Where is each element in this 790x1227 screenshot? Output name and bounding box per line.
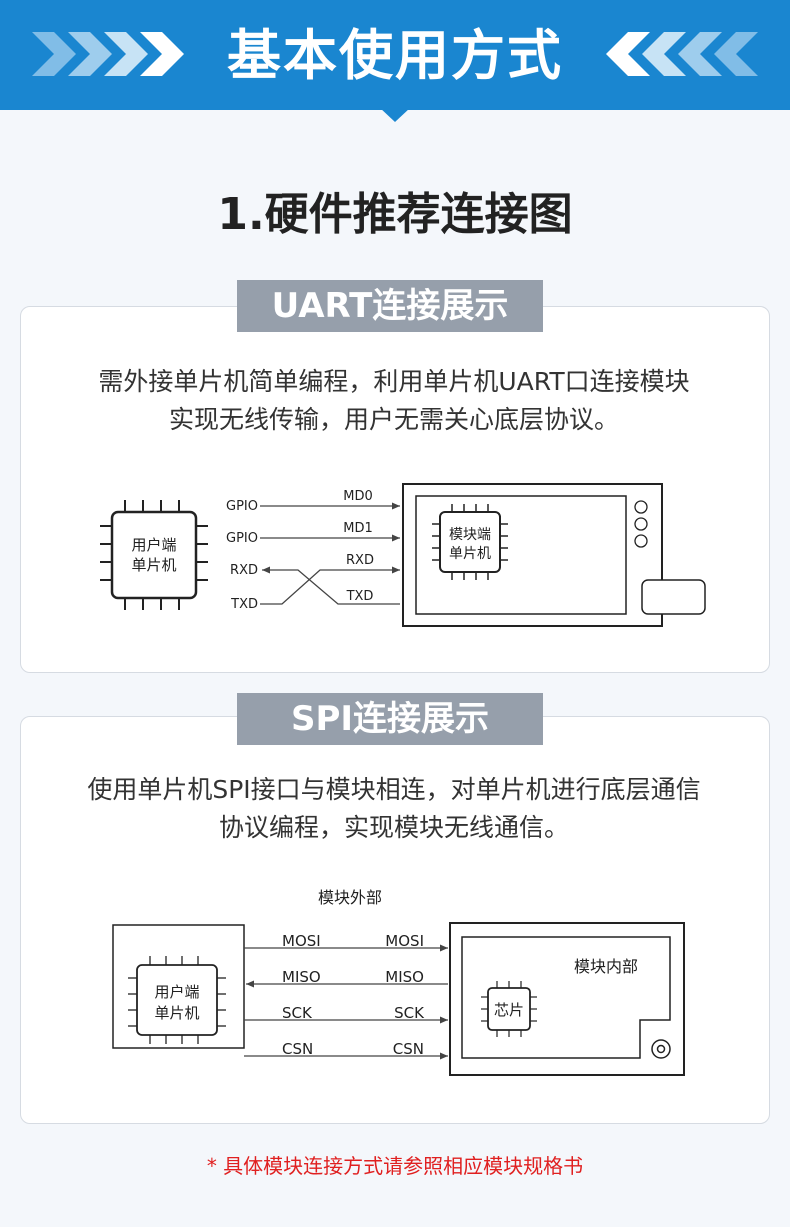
spi-inside-label: 模块内部	[574, 957, 638, 976]
uart-desc-line1: 需外接单片机简单编程，利用单片机UART口连接模块	[98, 367, 690, 396]
indicator-led-icon	[634, 517, 648, 531]
spi-user-chip-line2: 单片机	[154, 1004, 199, 1022]
indicator-led-icon	[634, 500, 648, 514]
uart-wire-txd-rxd	[260, 566, 400, 605]
mounting-hole-icon	[651, 1039, 671, 1059]
spi-diagram: 模块外部 用户端 单片机 MOSI MOSI MISO MISO SCK SCK…	[112, 888, 685, 1076]
spi-user-chip: 用户端 单片机	[128, 956, 226, 1044]
spi-signal-right-3: SCK	[394, 1004, 425, 1022]
banner-title: 基本使用方式	[227, 24, 563, 87]
uart-pin-right-4: TXD	[346, 589, 374, 604]
uart-user-chip: 用户端 单片机	[100, 500, 208, 610]
spi-outside-label: 模块外部	[318, 888, 382, 907]
uart-pin-right-1: MD0	[343, 489, 373, 504]
uart-wire-rxd-txd	[262, 566, 400, 605]
spi-signal-right-2: MISO	[385, 968, 424, 986]
uart-tag: UART连接展示	[237, 280, 543, 332]
spi-signal-right-4: CSN	[393, 1040, 424, 1058]
spi-signal-right-1: MOSI	[385, 932, 424, 950]
uart-pin-left-4: TXD	[230, 597, 258, 612]
uart-diagram: 用户端 单片机 GPIO GPIO RXD TXD MD0 MD1 RXD TX…	[100, 483, 706, 627]
footnote: * 具体模块连接方式请参照相应模块规格书	[206, 1154, 584, 1178]
indicator-led-icon	[634, 534, 648, 548]
uart-module-chip-line1: 模块端	[449, 527, 491, 543]
spi-desc-line2: 协议编程，实现模块无线通信。	[218, 813, 569, 842]
spi-core-chip: 芯片	[481, 981, 537, 1037]
spi-signal-left-4: CSN	[282, 1040, 313, 1058]
uart-user-chip-line1: 用户端	[131, 536, 176, 554]
antenna-connector-icon	[641, 579, 706, 615]
spi-user-chip-line1: 用户端	[154, 983, 199, 1001]
spi-signal-left-3: SCK	[282, 1004, 313, 1022]
spi-signal-left-2: MISO	[282, 968, 321, 986]
spi-signal-left-1: MOSI	[282, 932, 321, 950]
uart-pin-left-3: RXD	[230, 563, 258, 578]
uart-pin-right-2: MD1	[343, 521, 373, 536]
uart-module-chip: 模块端 单片机	[432, 504, 508, 580]
uart-module-chip-line2: 单片机	[449, 546, 491, 562]
spi-tag: SPI连接展示	[237, 693, 543, 745]
uart-desc-line2: 实现无线传输，用户无需关心底层协议。	[168, 405, 619, 434]
uart-pin-right-3: RXD	[346, 553, 374, 568]
spi-core-chip-label: 芯片	[494, 1001, 524, 1019]
uart-pin-left-2: GPIO	[226, 531, 258, 546]
uart-user-chip-line2: 单片机	[131, 556, 176, 574]
spi-description: 使用单片机SPI接口与模块相连，对单片机进行底层通信 协议编程，实现模块无线通信…	[20, 771, 768, 847]
spi-desc-line1: 使用单片机SPI接口与模块相连，对单片机进行底层通信	[87, 775, 701, 804]
uart-description: 需外接单片机简单编程，利用单片机UART口连接模块 实现无线传输，用户无需关心底…	[20, 363, 768, 439]
chevrons-left-icon	[32, 32, 184, 76]
section-heading: 1.硬件推荐连接图	[217, 189, 573, 240]
uart-pin-left-1: GPIO	[226, 499, 258, 514]
banner-notch	[380, 108, 410, 122]
chevrons-right-icon	[606, 32, 758, 76]
